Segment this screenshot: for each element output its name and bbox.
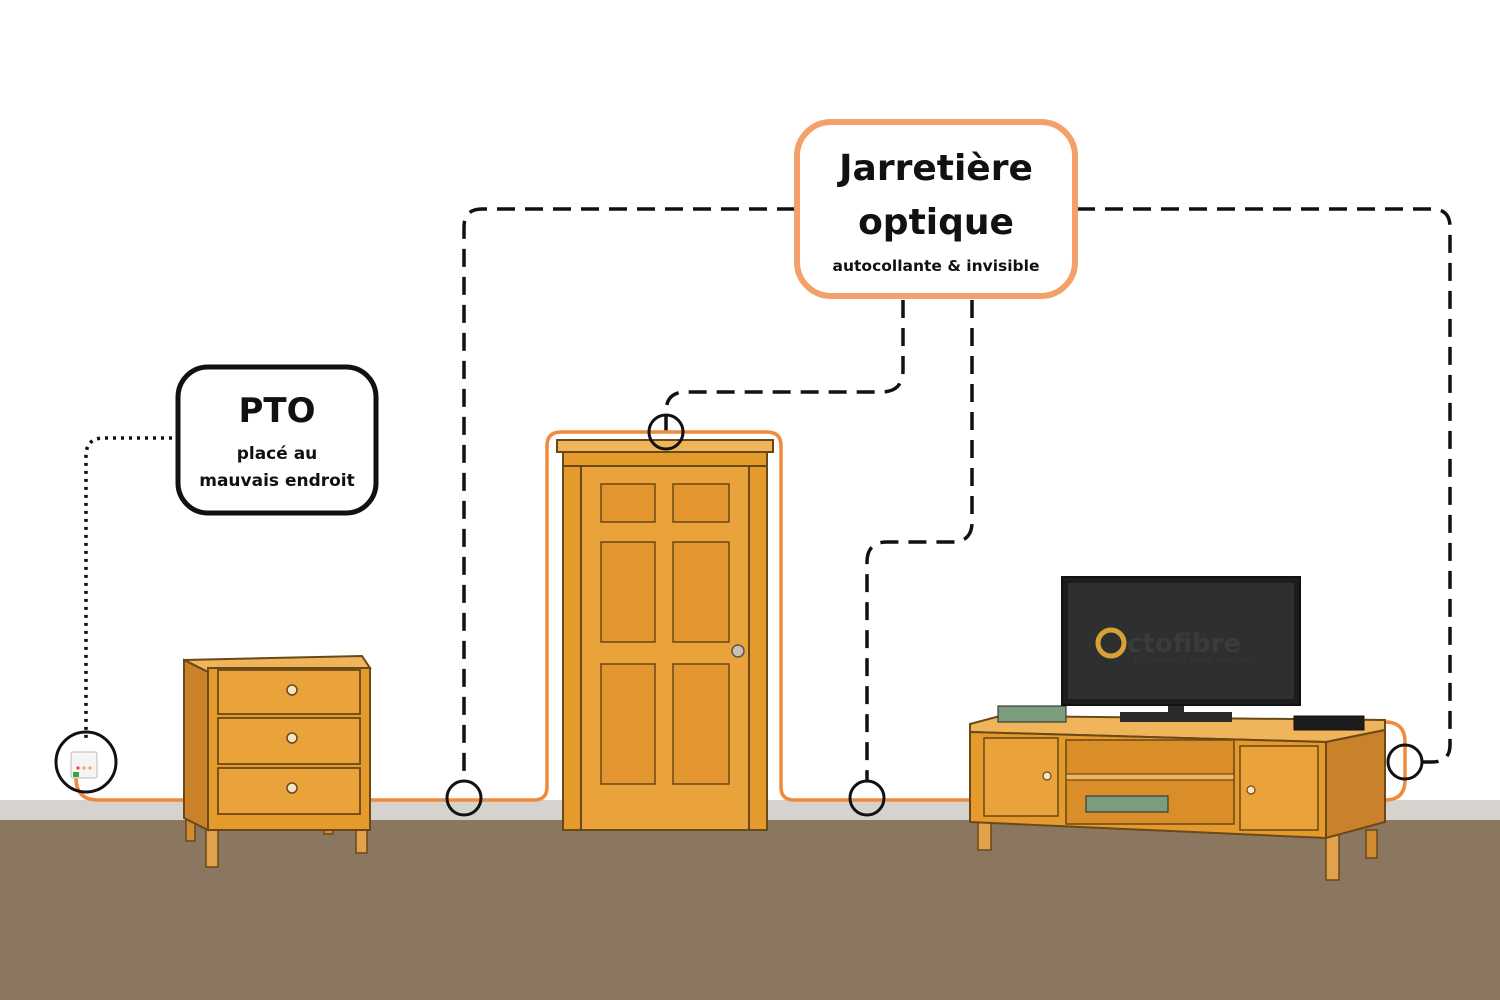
- dashed-line-door: [664, 300, 905, 432]
- door: [556, 439, 774, 831]
- books-shelf: [1085, 795, 1169, 813]
- door-frame-right: [748, 465, 768, 831]
- door-panel-1: [600, 483, 656, 523]
- door-knob: [731, 644, 745, 658]
- door-panel-4: [672, 541, 730, 643]
- tv-stand-leg-right: [1365, 829, 1378, 859]
- floor: [0, 820, 1500, 1000]
- marker-tv-stand: [1386, 743, 1424, 781]
- connection-markers: [54, 413, 1424, 817]
- tv-stand-shelf: [1065, 773, 1235, 781]
- jarretiere-callout-title-line1: Jarretière: [836, 148, 1033, 189]
- jarretiere-callout-title-line2: optique: [858, 202, 1014, 243]
- door-panel-6: [672, 663, 730, 785]
- chest-of-drawers: [183, 654, 372, 868]
- pto-outlet: [70, 751, 98, 779]
- pto-callout-title: PTO: [238, 391, 315, 431]
- jarretiere-callout-subtitle: autocollante & invisible: [833, 257, 1040, 275]
- tv-stand-knob-right: [1246, 785, 1256, 795]
- tv-stand: [969, 705, 1386, 881]
- octofibre-tagline: EQUIPEMENTS FIBRE OPTIQUE: [1134, 658, 1250, 665]
- door-panel-3: [600, 541, 656, 643]
- dashed-connectors: [462, 207, 1452, 782]
- pto-callout-box: [175, 364, 379, 516]
- drawer-knob-1: [286, 684, 298, 696]
- pto-box: [70, 751, 98, 779]
- tv-stand-leg-left: [977, 821, 992, 851]
- pto-callout-line2: mauvais endroit: [199, 471, 355, 491]
- pto-callout-line1: placé au: [237, 444, 318, 464]
- television: ctofibre EQUIPEMENTS FIBRE OPTIQUE: [1061, 576, 1301, 722]
- dashed-line-left: [462, 207, 795, 782]
- tv-stand-base: [1120, 712, 1232, 722]
- pto-led-1: [76, 766, 80, 770]
- octofibre-brand-text: ctofibre: [1127, 629, 1241, 659]
- books-top: [997, 705, 1067, 723]
- floor-area: [0, 800, 1500, 1000]
- pto-led-3: [88, 766, 92, 770]
- dresser-side: [183, 658, 209, 832]
- marker-left-wall: [445, 779, 483, 817]
- drawer-knob-2: [286, 732, 298, 744]
- pto-callout: PTO placé au mauvais endroit: [175, 364, 379, 516]
- door-frame-left: [562, 465, 582, 831]
- router-box: [1293, 715, 1365, 731]
- jarretiere-callout: Jarretière optique autocollante & invisi…: [794, 119, 1078, 299]
- jarretiere-callout-box: [794, 119, 1078, 299]
- octofibre-logo-ring: [1095, 627, 1127, 659]
- marker-pto: [54, 730, 118, 794]
- door-panel-5: [600, 663, 656, 785]
- door-frame-head: [562, 451, 768, 467]
- tv-screen: [1068, 583, 1294, 699]
- door-panel-2: [672, 483, 730, 523]
- pto-connector: [73, 772, 79, 777]
- marker-door-top: [647, 413, 685, 451]
- dotted-connector-pto: [84, 436, 172, 740]
- drawer-knob-3: [286, 782, 298, 794]
- tv-stand-side: [1325, 728, 1386, 840]
- tv-stand-knob-left: [1042, 771, 1052, 781]
- dashed-line-middle: [865, 300, 974, 782]
- marker-middle-wall: [848, 779, 886, 817]
- pto-led-2: [82, 766, 86, 770]
